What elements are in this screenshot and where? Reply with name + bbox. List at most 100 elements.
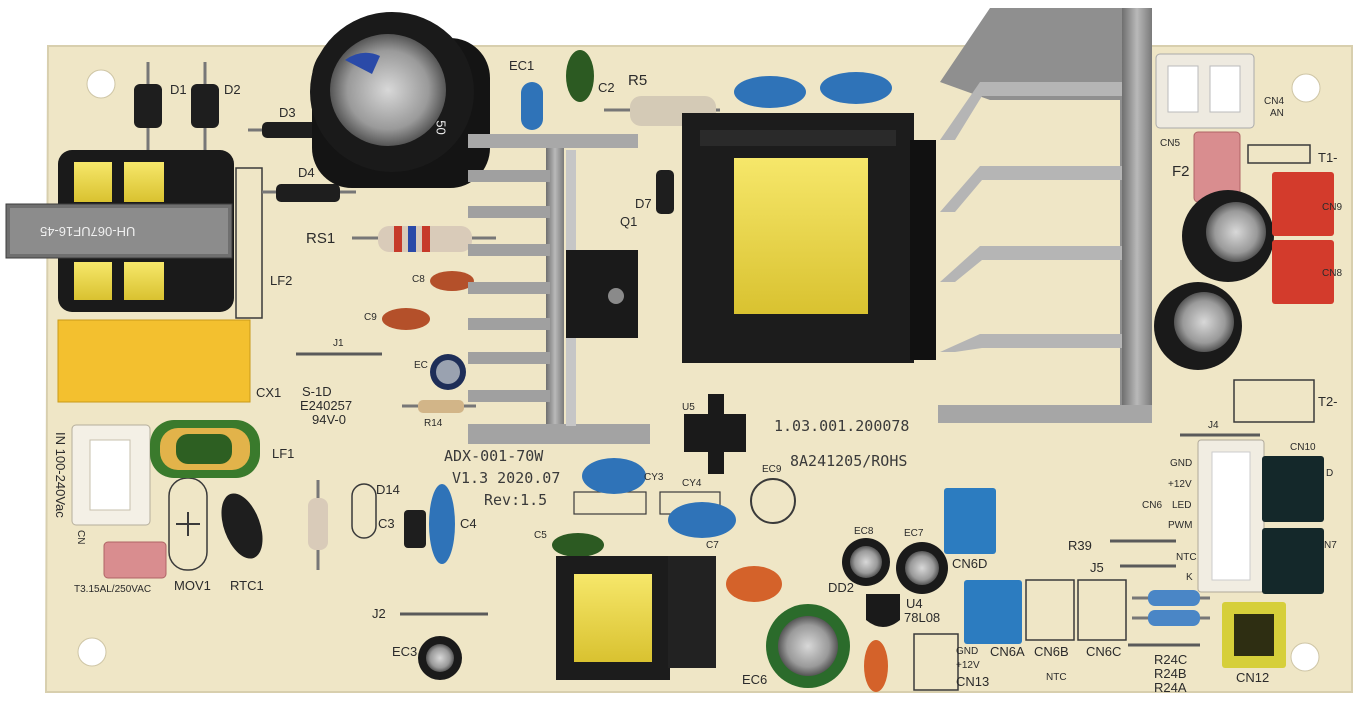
capacitor-c8 [430, 271, 474, 291]
label-q1: Q1 [620, 214, 638, 229]
y-capacitor-cy3 [582, 458, 646, 494]
label-c9: C9 [364, 312, 377, 323]
label-c3: C3 [378, 516, 395, 531]
regulator-u4 [866, 594, 900, 627]
label-cn6d: CN6D [952, 556, 988, 571]
label-rev: Rev:1.5 [484, 491, 548, 509]
label-cn4: CN4 [1264, 96, 1285, 107]
label-cn13: CN13 [956, 674, 990, 689]
toroid-lf1 [150, 420, 260, 478]
label-ec7: EC7 [904, 528, 924, 539]
label-d3: D3 [279, 105, 296, 120]
label-t1: T1- [1318, 150, 1338, 165]
label-dd2: DD2 [828, 580, 855, 595]
label-pin-led: LED [1172, 500, 1192, 511]
capacitor-c5 [552, 533, 604, 557]
label-c2: C2 [598, 80, 615, 95]
label-r24a: R24A [1154, 680, 1187, 695]
label-cn8: CN8 [1322, 268, 1343, 279]
diode-d7 [656, 170, 674, 214]
connector-cn4-cn5 [1155, 53, 1255, 129]
label-ul-1: S-1D [302, 384, 332, 399]
label-c4: C4 [460, 516, 477, 531]
label-mov1: MOV1 [174, 578, 211, 593]
label-pin-12v: +12V [1168, 479, 1192, 490]
main-transformer [682, 113, 936, 363]
label-u5: U5 [682, 402, 695, 413]
y-capacitor-top-2 [820, 72, 892, 104]
label-d4: D4 [298, 165, 315, 180]
label-ntc-bottom: NTC [1046, 672, 1067, 683]
label-ul-2: E240257 [300, 398, 353, 413]
label-r39: R39 [1068, 538, 1092, 553]
label-pin-k: K [1186, 572, 1193, 583]
label-j4: J4 [1208, 420, 1219, 431]
resistor-r14 [402, 400, 476, 413]
label-r14: R14 [424, 418, 443, 429]
label-u4-part: 78L08 [904, 610, 941, 625]
label-pin-ntc: NTC [1176, 552, 1197, 563]
pcb-board [44, 45, 1353, 693]
diodes-d1-d2 [134, 62, 219, 150]
resistor-rs1 [352, 226, 496, 252]
label-f2: F2 [1172, 163, 1190, 180]
aux-transformer [556, 556, 716, 680]
label-cn12: CN12 [1236, 670, 1270, 685]
connector-cn8 [1272, 240, 1334, 304]
label-ul-3: 94V-0 [312, 412, 346, 427]
label-cy4: CY4 [682, 478, 702, 489]
label-cn13-gnd: GND [956, 646, 979, 657]
label-cn6: CN6 [1142, 500, 1163, 511]
y-capacitor-top-1 [734, 76, 806, 108]
label-cn5: CN5 [1160, 138, 1181, 149]
optocoupler-u5 [684, 394, 746, 474]
capacitor-c4 [429, 484, 455, 564]
label-c5: C5 [534, 530, 547, 541]
label-r24b: R24B [1154, 666, 1187, 681]
electrolytic-ec-small [430, 354, 466, 390]
capacitor-orange-bottom [864, 640, 888, 692]
label-r5: R5 [628, 72, 648, 89]
label-d14: D14 [376, 482, 400, 497]
label-pin-gnd: GND [1170, 458, 1193, 469]
label-cert: 8A241205/ROHS [790, 452, 908, 470]
label-cn6a: CN6A [990, 644, 1025, 659]
label-d7: D7 [635, 196, 652, 211]
label-u4: U4 [906, 596, 923, 611]
label-cap-mark: 50 [433, 120, 449, 135]
label-cn6c: CN6C [1086, 644, 1122, 659]
label-c7: C7 [706, 540, 719, 551]
electrolytic-ec3 [418, 636, 462, 680]
resistors-r24 [1132, 590, 1210, 626]
label-cn13-12v: +12V [956, 660, 980, 671]
mov1-footprint [176, 512, 200, 536]
label-ec9: EC9 [762, 464, 782, 475]
label-cn10: CN10 [1290, 442, 1316, 453]
electrolytic-ec6 [766, 604, 850, 688]
connector-cn10 [1262, 456, 1324, 522]
label-t2: T2- [1318, 394, 1338, 409]
label-cy3: CY3 [644, 472, 664, 483]
label-rtc1: RTC1 [230, 578, 264, 593]
label-ec3: EC3 [392, 644, 418, 659]
fuse [103, 541, 167, 579]
label-rs1: RS1 [306, 230, 336, 247]
label-cn6b: CN6B [1034, 644, 1069, 659]
y-capacitor-cy4 [668, 502, 736, 538]
label-d1: D1 [170, 82, 187, 97]
capacitor-c3 [351, 483, 377, 539]
label-cn9: CN9 [1322, 202, 1343, 213]
label-j5: J5 [1090, 560, 1104, 575]
label-version: V1.3 2020.07 [452, 469, 561, 487]
connector-cn7 [1262, 528, 1324, 594]
label-r24c: R24C [1154, 652, 1188, 667]
label-input-spec: IN 100-240Vac [53, 432, 68, 518]
label-d2: D2 [224, 82, 241, 97]
capacitor-c9 [382, 308, 430, 330]
secondary-heatsink [938, 8, 1152, 423]
label-model: ADX-001-70W [444, 447, 544, 465]
bulk-capacitor [310, 12, 490, 188]
label-lf2: LF2 [270, 273, 293, 288]
label-pin-d: D [1326, 468, 1334, 479]
